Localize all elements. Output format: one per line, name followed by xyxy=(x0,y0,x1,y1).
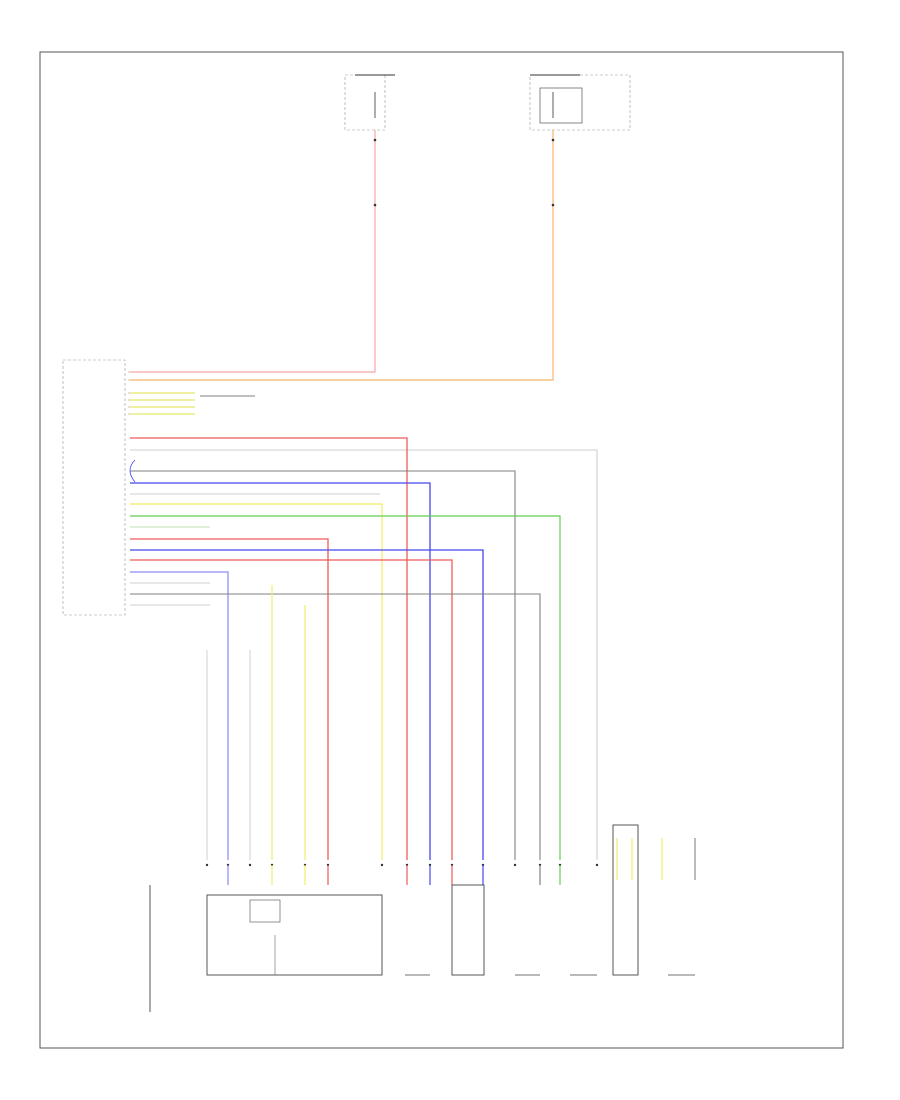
wire-branch-curve xyxy=(129,459,136,483)
motor-sensor-group xyxy=(206,894,383,976)
unit-right-2 xyxy=(661,838,696,976)
wire-gray-1 xyxy=(130,470,516,860)
wire-lightblue-1 xyxy=(130,571,229,860)
wire-green-1 xyxy=(130,515,561,860)
wire-yellow-1 xyxy=(130,503,383,860)
wire-red-1 xyxy=(130,437,408,860)
wire-gray-2 xyxy=(130,593,541,860)
diagram-frame xyxy=(39,51,844,1049)
wire-red-2 xyxy=(130,538,329,860)
wire-orange-power xyxy=(130,130,554,381)
yellow-stub-wires xyxy=(130,392,195,415)
wire-blue-1 xyxy=(130,482,431,860)
bottom-connector-marks xyxy=(205,863,599,867)
bottom-wire-segments xyxy=(227,865,561,885)
fuse-box-left: ​ xyxy=(344,74,395,131)
wire-red-power xyxy=(130,130,376,373)
fuse-box-right xyxy=(529,74,631,131)
wire-red-3 xyxy=(130,559,453,860)
motor-symbol xyxy=(249,899,281,923)
switch-group-box xyxy=(451,884,485,976)
wire-lightgray-loop xyxy=(130,449,598,860)
wire-connector-marks xyxy=(373,138,555,207)
unit-right-1 xyxy=(612,824,639,976)
wire-blue-2 xyxy=(130,549,484,860)
control-module-box xyxy=(62,359,126,616)
